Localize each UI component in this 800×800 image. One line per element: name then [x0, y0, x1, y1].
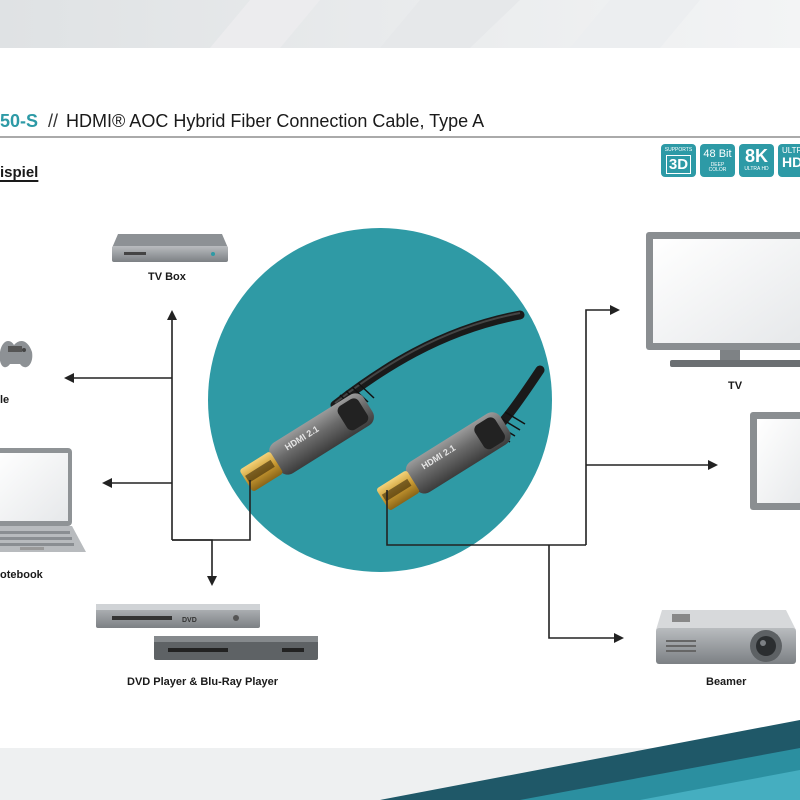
badge-ultra-top: ULTR: [782, 146, 800, 155]
badge-48bit: 48 Bit DEEP COLOR: [700, 144, 735, 177]
header-separator: //: [48, 111, 59, 131]
label-tv: TV: [728, 380, 743, 392]
badge-8k: 8K ULTRA HD: [739, 144, 774, 177]
badge-ultra-hd: ULTR HD: [778, 144, 800, 177]
badge-3d-top: SUPPORTS: [664, 147, 693, 153]
tv-device: [646, 232, 800, 367]
label-beamer: Beamer: [706, 676, 747, 688]
badge-ultra-main: HD: [782, 154, 800, 170]
badge-3d-main: 3D: [666, 155, 691, 174]
label-tv-box: TV Box: [148, 271, 186, 283]
label-console: le: [0, 394, 10, 406]
badge-48bit-bottom: DEEP COLOR: [708, 162, 727, 173]
dvd-player-device: DVD: [96, 604, 260, 628]
badge-8k-bottom: ULTRA HD: [744, 166, 769, 172]
badge-48bit-main: 48 Bit: [703, 148, 732, 160]
teal-circle: [208, 228, 552, 572]
connection-arrows: [64, 305, 718, 643]
label-dvd-bluray: DVD Player & Blu-Ray Player: [127, 676, 279, 688]
badge-8k-main: 8K: [744, 146, 768, 166]
label-notebook: otebook: [0, 569, 43, 581]
beamer-device: [656, 610, 796, 664]
section-title: ispiel: [0, 164, 39, 181]
tv-box-device: [112, 234, 228, 262]
bluray-player-device: [154, 636, 318, 660]
product-title: HDMI® AOC Hybrid Fiber Connection Cable,…: [66, 111, 485, 131]
header-title: 50-S // HDMI® AOC Hybrid Fiber Connection …: [0, 111, 484, 132]
model-code: 50-S: [0, 111, 39, 131]
hdmi-cable: HDMI 2.1 HDMI 2.1: [240, 310, 545, 510]
game-console-device: [0, 340, 33, 368]
notebook-device: [0, 448, 86, 552]
monitor-device: [750, 412, 800, 510]
svg-text:DVD: DVD: [182, 617, 197, 624]
badge-3d: SUPPORTS 3D: [661, 144, 696, 177]
